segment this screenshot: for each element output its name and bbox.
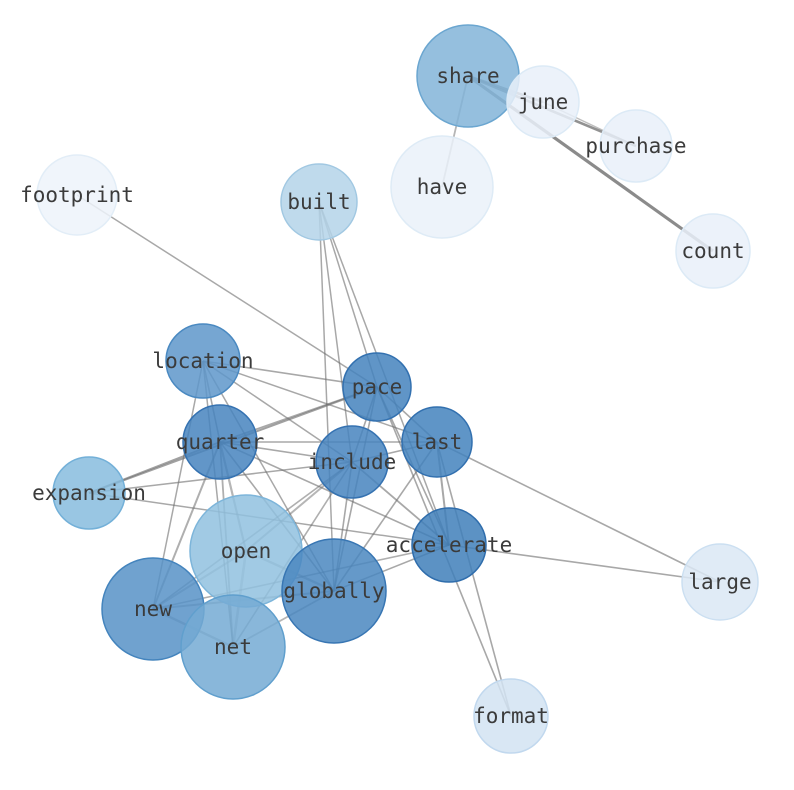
label-share: share — [436, 64, 499, 88]
label-net: net — [214, 635, 252, 659]
label-include: include — [308, 450, 397, 474]
label-open: open — [221, 539, 272, 563]
label-pace: pace — [352, 375, 403, 399]
label-location: location — [152, 349, 253, 373]
label-format: format — [473, 704, 549, 728]
edge-location-last — [202, 360, 438, 443]
node-expansion — [52, 456, 126, 530]
node-count — [675, 213, 751, 289]
node-include — [315, 425, 389, 499]
edge-last-format — [436, 441, 512, 717]
node-globally — [281, 538, 387, 644]
node-quarter — [182, 404, 258, 480]
edge-accelerate-large — [448, 544, 721, 583]
label-june: june — [518, 90, 569, 114]
node-footprint — [36, 154, 118, 236]
edge-built-include — [318, 201, 353, 463]
label-globally: globally — [283, 579, 384, 603]
edge-footprint-pace — [76, 194, 378, 388]
label-count: count — [681, 239, 744, 263]
node-june — [506, 65, 580, 139]
node-have — [390, 135, 494, 239]
label-quarter: quarter — [176, 430, 265, 454]
label-last: last — [412, 430, 463, 454]
node-accelerate — [411, 507, 487, 583]
label-accelerate: accelerate — [386, 533, 512, 557]
edge-last-large — [436, 441, 721, 583]
node-net — [180, 594, 286, 700]
label-built: built — [287, 190, 350, 214]
label-large: large — [688, 570, 751, 594]
edge-built-globally — [318, 201, 335, 592]
node-location — [165, 323, 241, 399]
label-footprint: footprint — [20, 183, 134, 207]
node-pace — [342, 352, 412, 422]
node-format — [473, 678, 549, 754]
label-have: have — [417, 175, 468, 199]
labels-layer: share june purchase have count footprint built… — [20, 64, 752, 728]
node-built — [280, 163, 358, 241]
node-purchase — [599, 109, 673, 183]
label-expansion: expansion — [32, 481, 146, 505]
label-purchase: purchase — [585, 134, 686, 158]
nodes-layer — [36, 24, 759, 754]
label-new: new — [134, 597, 172, 621]
node-large — [681, 543, 759, 621]
node-last — [401, 406, 473, 478]
